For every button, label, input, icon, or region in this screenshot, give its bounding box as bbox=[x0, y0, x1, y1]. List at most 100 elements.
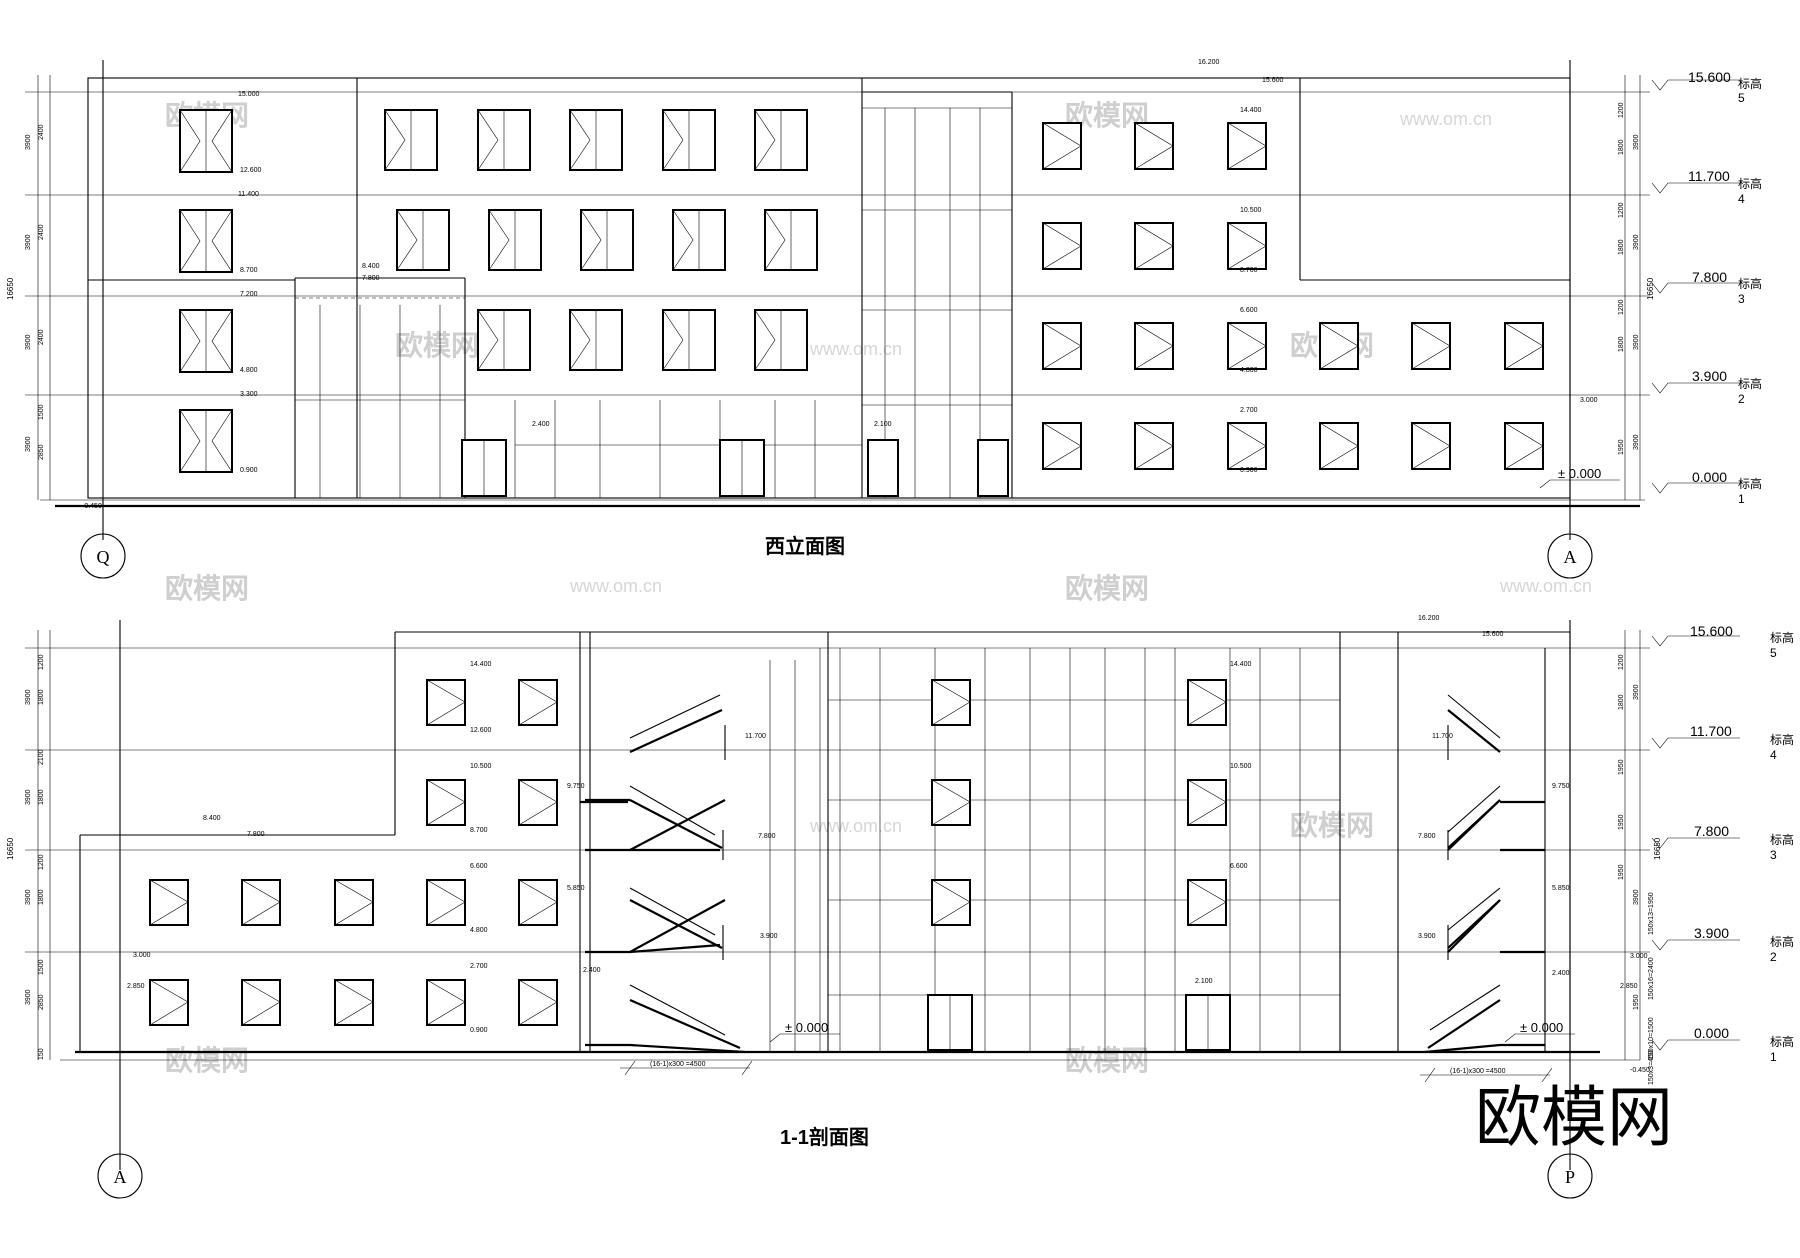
elevation-doors bbox=[461, 439, 1009, 497]
svg-text:11.700: 11.700 bbox=[1432, 733, 1453, 740]
svg-text:4.800: 4.800 bbox=[1240, 367, 1258, 374]
svg-text:15.600: 15.600 bbox=[1482, 631, 1504, 638]
svg-text:2.400: 2.400 bbox=[532, 421, 550, 428]
svg-text:8.700: 8.700 bbox=[470, 827, 488, 834]
svg-text:3: 3 bbox=[1770, 848, 1777, 862]
svg-text:P: P bbox=[1565, 1167, 1575, 1187]
svg-text:10.500: 10.500 bbox=[1240, 207, 1262, 214]
watermark-text: 欧模网 bbox=[1065, 1045, 1149, 1076]
svg-text:2100: 2100 bbox=[38, 749, 45, 765]
svg-text:标高: 标高 bbox=[1770, 732, 1794, 747]
svg-text:3900: 3900 bbox=[1633, 234, 1640, 250]
level-number: 3 bbox=[1738, 292, 1745, 306]
svg-text:1800: 1800 bbox=[1618, 336, 1625, 352]
svg-text:7.800: 7.800 bbox=[1694, 823, 1729, 839]
svg-text:1950: 1950 bbox=[1618, 759, 1625, 775]
svg-text:2.100: 2.100 bbox=[1195, 978, 1213, 985]
svg-text:2: 2 bbox=[1770, 950, 1777, 964]
svg-text:3900: 3900 bbox=[25, 436, 32, 452]
svg-text:16650: 16650 bbox=[6, 837, 15, 860]
svg-text:3900: 3900 bbox=[1633, 684, 1640, 700]
svg-text:15.600: 15.600 bbox=[1262, 77, 1284, 84]
level-value: 15.600 bbox=[1688, 69, 1731, 85]
svg-text:2.850: 2.850 bbox=[1620, 983, 1638, 990]
svg-text:1950: 1950 bbox=[1618, 439, 1625, 455]
svg-text:标高: 标高 bbox=[1770, 934, 1794, 949]
watermark-layer: 欧模网 欧模网 www.om.cn 欧模网 www.om.cn 欧模网 欧模网 … bbox=[165, 100, 1673, 1156]
svg-text:9.750: 9.750 bbox=[567, 783, 585, 790]
svg-text:2.700: 2.700 bbox=[470, 963, 488, 970]
svg-text:(16-1)x300 =4500: (16-1)x300 =4500 bbox=[650, 1061, 706, 1068]
svg-text:150x10=1500: 150x10=1500 bbox=[1648, 1017, 1655, 1060]
svg-text:9.750: 9.750 bbox=[1552, 783, 1570, 790]
svg-text:0.900: 0.900 bbox=[240, 467, 258, 474]
svg-text:16650: 16650 bbox=[6, 277, 15, 300]
svg-text:5: 5 bbox=[1770, 646, 1777, 660]
svg-text:8.700: 8.700 bbox=[240, 267, 258, 274]
svg-text:1800: 1800 bbox=[1618, 139, 1625, 155]
svg-text:14.400: 14.400 bbox=[1240, 107, 1262, 114]
svg-text:3900: 3900 bbox=[25, 334, 32, 350]
svg-text:3900: 3900 bbox=[25, 789, 32, 805]
svg-text:2.700: 2.700 bbox=[1240, 407, 1258, 414]
svg-text:6.600: 6.600 bbox=[470, 863, 488, 870]
svg-text:2.850: 2.850 bbox=[127, 983, 145, 990]
elevation-title: 西立面图 bbox=[765, 534, 845, 558]
watermark-url: www.om.cn bbox=[1499, 576, 1592, 596]
svg-text:3900: 3900 bbox=[25, 234, 32, 250]
level-value: 3.900 bbox=[1692, 368, 1727, 384]
svg-text:3900: 3900 bbox=[25, 689, 32, 705]
section-dimension-chain-left: 16650 3900 1800 1200 3900 1800 2100 3900… bbox=[6, 630, 51, 1060]
svg-text:150x13=1950: 150x13=1950 bbox=[1648, 892, 1655, 935]
svg-text:标高: 标高 bbox=[1770, 630, 1794, 645]
svg-text:6.600: 6.600 bbox=[1240, 307, 1258, 314]
svg-text:1: 1 bbox=[1770, 1050, 1777, 1064]
svg-text:1800: 1800 bbox=[38, 889, 45, 905]
svg-text:3.000: 3.000 bbox=[1580, 397, 1598, 404]
svg-text:1800: 1800 bbox=[38, 789, 45, 805]
svg-text:16650: 16650 bbox=[1646, 277, 1655, 300]
svg-text:1800: 1800 bbox=[38, 689, 45, 705]
left-tall-windows bbox=[179, 109, 233, 473]
svg-text:1200: 1200 bbox=[1618, 654, 1625, 670]
section-curtain-wall bbox=[769, 648, 1340, 1052]
svg-text:14.400: 14.400 bbox=[1230, 661, 1252, 668]
level-value: 0.000 bbox=[1692, 469, 1727, 485]
svg-text:2850: 2850 bbox=[38, 994, 45, 1010]
watermark-url: www.om.cn bbox=[569, 576, 662, 596]
svg-text:3900: 3900 bbox=[1633, 434, 1640, 450]
svg-text:7.800: 7.800 bbox=[362, 275, 380, 282]
svg-text:3900: 3900 bbox=[25, 989, 32, 1005]
svg-text:3.900: 3.900 bbox=[1418, 933, 1436, 940]
svg-text:8.400: 8.400 bbox=[362, 263, 380, 270]
svg-text:15.600: 15.600 bbox=[1690, 623, 1733, 639]
svg-text:2400: 2400 bbox=[38, 124, 45, 140]
svg-text:3.900: 3.900 bbox=[1694, 925, 1729, 941]
svg-text:16.200: 16.200 bbox=[1418, 615, 1440, 622]
svg-text:11.700: 11.700 bbox=[745, 733, 766, 740]
watermark-text: 欧模网 bbox=[395, 330, 479, 361]
svg-text:5.850: 5.850 bbox=[567, 885, 585, 892]
svg-text:10.500: 10.500 bbox=[470, 763, 492, 770]
svg-text:-0.450: -0.450 bbox=[1630, 1067, 1650, 1074]
svg-text:3.900: 3.900 bbox=[760, 933, 778, 940]
level-label: 标高 bbox=[1738, 476, 1762, 491]
lobby-glazing bbox=[295, 305, 862, 498]
section-level-markers: 15.600 标高 5 11.700 标高 4 7.800 标高 3 3.900… bbox=[769, 623, 1794, 1064]
svg-text:3900: 3900 bbox=[1633, 334, 1640, 350]
stair-run-dimensions: (16-1)x300 =4500 (16-1)x300 =4500 bbox=[620, 1060, 1553, 1083]
section-dimension-chain-right: 1200 1800 3900 1950 1950 3900 1950 1950 … bbox=[1618, 630, 1662, 1085]
svg-text:-0.450: -0.450 bbox=[82, 503, 102, 510]
section-marks: 16.200 15.600 14.400 12.600 10.500 8.700… bbox=[127, 615, 1650, 1074]
dimension-chain-right: 1200 3900 1800 1200 3900 1800 1200 3900 … bbox=[1618, 75, 1655, 500]
svg-text:3900: 3900 bbox=[1633, 889, 1640, 905]
watermark-logo: 欧模网 bbox=[1475, 1079, 1673, 1156]
level-label: 标高 bbox=[1738, 76, 1762, 91]
svg-text:1800: 1800 bbox=[1618, 239, 1625, 255]
right-stair bbox=[1424, 694, 1545, 1054]
level-value: 11.700 bbox=[1688, 168, 1730, 184]
svg-text:14.400: 14.400 bbox=[470, 661, 492, 668]
level-markers: 15.600 标高 5 11.700 标高 4 7.800 标高 3 3.900… bbox=[1539, 69, 1762, 506]
svg-text:2400: 2400 bbox=[38, 329, 45, 345]
